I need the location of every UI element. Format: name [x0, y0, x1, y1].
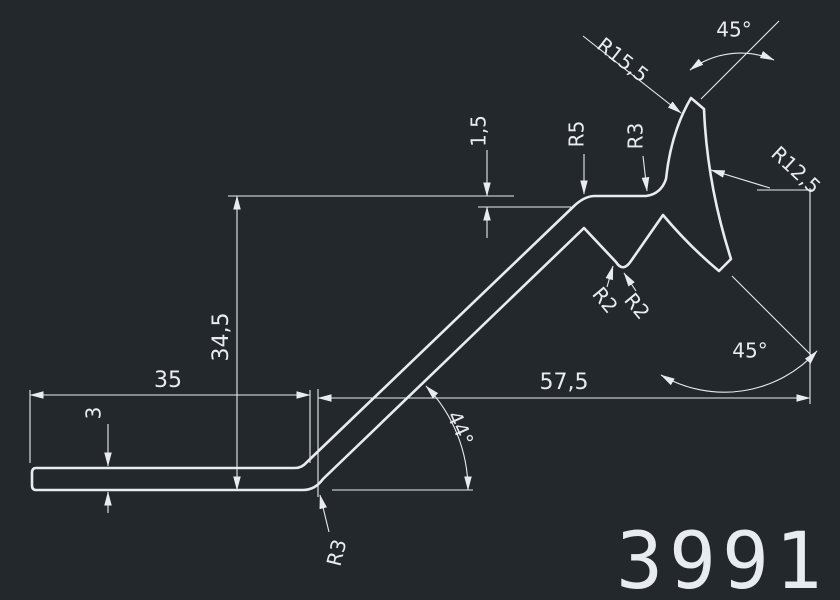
- dim-label-height: 34,5: [209, 313, 234, 362]
- radius-leader: [641, 155, 650, 192]
- radius-leader: [582, 35, 682, 114]
- part-number: 3991: [616, 517, 828, 600]
- dim-label-angle-top: 45°: [716, 18, 751, 42]
- angle-arc: [689, 51, 775, 71]
- dim-label-base-length: 35: [154, 368, 182, 393]
- radius-leader: [710, 169, 771, 189]
- dim-base-thickness: 3: [82, 407, 112, 513]
- extension-line: [731, 275, 813, 357]
- dim-angle-bottom: 45°: [660, 275, 818, 393]
- dim-radius-r3-top: R3: [624, 123, 650, 192]
- radius-leader: [319, 494, 330, 533]
- dim-label-wall-thickness: 1,5: [467, 115, 491, 147]
- dim-label-r5: R5: [565, 121, 589, 148]
- angle-arc: [660, 350, 818, 393]
- angle-arc: [425, 385, 472, 491]
- dim-wall-thickness: 1,5: [467, 115, 571, 238]
- radius-leader: [605, 265, 614, 288]
- profile-outline: [30, 96, 733, 492]
- dim-label-angle-bottom: 45°: [732, 339, 767, 363]
- dim-height: 34,5: [209, 195, 514, 491]
- dim-base-length: 35: [29, 368, 311, 463]
- dim-label-base-thickness: 3: [82, 407, 106, 420]
- dim-label-r3-top: R3: [624, 123, 648, 150]
- dim-label-diagonal-span: 57,5: [540, 370, 589, 395]
- dim-diagonal-span: 57,5: [317, 188, 813, 497]
- dim-angle-top: 45°: [689, 18, 780, 100]
- dim-radius-r5: R5: [565, 121, 589, 195]
- radius-leader: [623, 272, 637, 292]
